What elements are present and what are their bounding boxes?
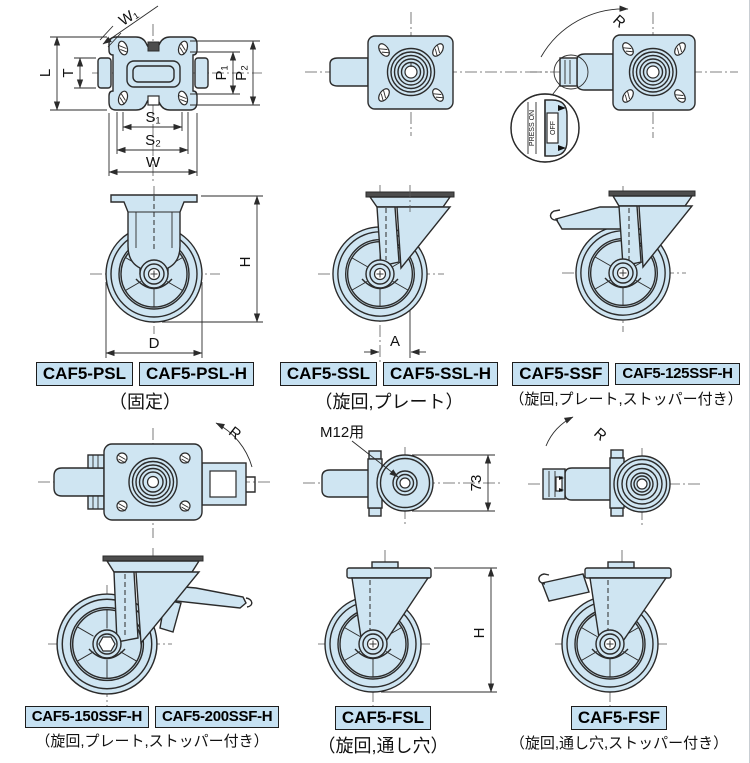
code-row: CAF5-SSF CAF5-125SSF-H — [512, 362, 740, 387]
dim-label-a: A — [390, 333, 400, 350]
plan-view-fixed-plate: W₁ L T P₁ P₂ S₁ S₂ W — [37, 5, 262, 183]
dim-label-w: W — [146, 154, 161, 171]
side-view-fixed-caster: H D — [90, 186, 263, 358]
dim-label-w1: W₁ — [116, 5, 141, 30]
side-view-brake-caster — [48, 548, 253, 707]
model-group-psl: CAF5-PSL CAF5-PSL-H （固定） — [25, 362, 265, 414]
dim-label-p1: P₁ — [213, 65, 230, 80]
off-label: OFF — [550, 121, 557, 135]
dim-label-l: L — [37, 69, 54, 77]
plan-view-stopper-plate: R PRESS ON OFF — [510, 5, 738, 163]
dim-label-h2: H — [471, 628, 488, 639]
dim-label-t: T — [60, 68, 77, 77]
model-caption: （旋回,通し穴） — [317, 736, 449, 757]
plan-view-bolt-stopper-caster: R — [528, 416, 702, 527]
model-caption: （旋回,通し穴,ストッパー付き） — [509, 735, 729, 753]
model-group-fsl: CAF5-FSL （旋回,通し穴） — [300, 706, 466, 758]
code-row: CAF5-SSL CAF5-SSL-H — [279, 362, 499, 387]
dim-label-m12: M12用 — [320, 424, 364, 441]
model-code: CAF5-125SSF-H — [615, 363, 740, 386]
dim-label-r-left: R — [225, 423, 244, 443]
side-view-swivel-caster: A — [318, 185, 455, 362]
model-code: CAF5-PSL-H — [139, 362, 255, 387]
plan-view-bolt-caster: M12用 73 — [303, 424, 500, 527]
code-row: CAF5-150SSF-H CAF5-200SSF-H — [24, 706, 280, 728]
model-code: CAF5-SSF — [512, 362, 610, 387]
code-row: CAF5-FSF — [570, 706, 668, 731]
model-code: CAF5-150SSF-H — [24, 706, 149, 728]
dim-label-s2: S₂ — [145, 132, 161, 149]
model-caption: （旋回,プレート） — [314, 392, 464, 413]
model-caption: （旋回,プレート,ストッパー付き） — [509, 391, 743, 409]
dim-label-h: H — [237, 257, 254, 268]
model-code: CAF5-SSL — [279, 362, 378, 387]
stopper-pedal-detail: PRESS ON OFF — [527, 99, 568, 157]
model-group-ssf: CAF5-SSF CAF5-125SSF-H （旋回,プレート,ストッパー付き） — [503, 362, 749, 409]
plan-view-swivel-plate — [305, 12, 548, 136]
code-row: CAF5-FSL — [334, 706, 432, 731]
model-code: CAF5-FSF — [570, 706, 668, 731]
dim-label-73: 73 — [468, 475, 485, 492]
dim-label-r-top: R — [609, 12, 629, 32]
side-view-bolt-stopper-caster — [538, 550, 672, 708]
model-code: CAF5-200SSF-H — [155, 706, 280, 728]
press-on-label: PRESS ON — [529, 110, 536, 146]
dim-label-p2: P₂ — [233, 65, 250, 81]
model-caption: （旋回,プレート,ストッパー付き） — [35, 733, 269, 750]
side-view-stopper-caster — [549, 186, 696, 332]
model-code: CAF5-SSL-H — [383, 362, 499, 387]
model-code: CAF5-PSL — [35, 362, 134, 387]
dim-label-r-right: R — [590, 425, 610, 445]
model-group-ssl: CAF5-SSL CAF5-SSL-H （旋回,プレート） — [278, 362, 500, 414]
model-caption: （固定） — [109, 392, 181, 413]
model-group-fsf: CAF5-FSF （旋回,通し穴,ストッパー付き） — [505, 706, 733, 753]
side-view-bolt-caster: H — [318, 550, 497, 708]
dim-label-s1: S₁ — [145, 109, 160, 126]
model-group-ssf-h: CAF5-150SSF-H CAF5-200SSF-H （旋回,プレート,ストッ… — [15, 706, 289, 751]
model-code: CAF5-FSL — [334, 706, 432, 731]
plan-view-stopper-plate-2: R — [38, 422, 270, 538]
code-row: CAF5-PSL CAF5-PSL-H — [35, 362, 255, 387]
dim-label-d: D — [149, 335, 160, 352]
